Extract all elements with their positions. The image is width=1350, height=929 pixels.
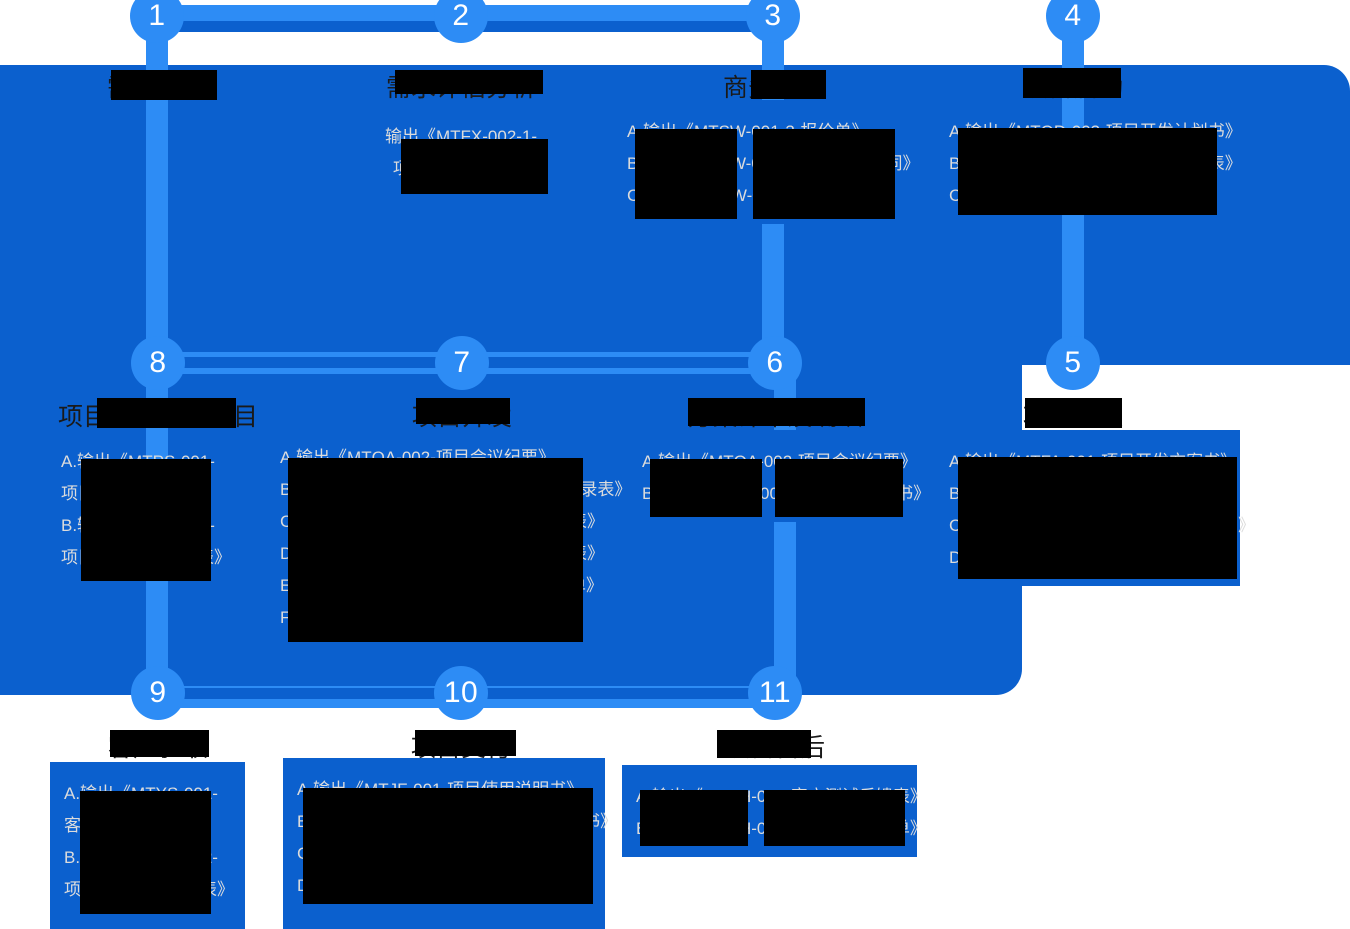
stage-item: D.输出《MTFA-003-项目接口文档》 — [949, 548, 1222, 567]
stage-item: 客户测试反馈表》 — [64, 816, 200, 835]
stage-title-4: 项目启动 — [1022, 74, 1124, 102]
stage-item: B.更新《MTFA-001-项目开发方案书》 — [642, 484, 931, 503]
stage-circle-3[interactable]: 3 — [746, 0, 800, 43]
stage-block-5: A.输出《MTFA-001-项目开发方案书》 B.输出界面ui设计原型 C.输出… — [935, 430, 1256, 586]
stage-number-1: 1 — [148, 0, 166, 32]
stage-block-11: A.输出《MTSH-001-客户测试反馈表》 B.输出《MTSH-002-客户售… — [622, 765, 927, 857]
stage-title-8: 项目内部验收项目 — [57, 403, 259, 431]
stage-circle-4[interactable]: 4 — [1046, 0, 1100, 43]
stage-block-10: A.输出《MTJF-001-项目使用说明书》 B.输出《MTJF-002-常见问… — [283, 758, 618, 929]
stage-block-4: A.输出《MTQD-003-项目开发计划书》 B.输出《MTQD-002-项目成… — [935, 100, 1255, 224]
stage-circle-5[interactable]: 5 — [1046, 336, 1100, 390]
stage-block-3: A.输出《MTSW-001-3-报价单》 B.输出《MTSW-002-5-软件开… — [613, 100, 920, 224]
stage-circle-8[interactable]: 8 — [131, 336, 185, 390]
stage-block-6: A.输出《MTQA-002-项目会议纪要》 B.更新《MTFA-001-项目开发… — [628, 430, 931, 522]
stage-item: D.输出《MTKF-005-项目方案变更记录表》 — [280, 544, 604, 563]
stage-item: A.输出《MTYS-001- — [64, 784, 218, 803]
stage-item: A.输出《MTPS-001- — [61, 452, 215, 471]
stage-item: A.输出《MTJF-001-项目使用说明书》 — [297, 780, 584, 799]
stage-number-5: 5 — [1064, 346, 1082, 379]
stage-item: A.输出《MTQA-002-项目会议纪要》 — [642, 452, 917, 471]
stage-title-2: 需求评估分析 — [385, 74, 537, 102]
stage-item: B.输出《MTYS-002- — [64, 848, 218, 867]
stage-item: A.输出《MTSW-001-3-报价单》 — [627, 122, 869, 141]
stage-number-6: 6 — [766, 346, 784, 379]
stage-item: 项目需求分析书》 — [393, 159, 529, 178]
stage-circle-9[interactable]: 9 — [131, 666, 185, 720]
connector-vertical-1-to-8 — [146, 20, 168, 380]
stage-item: 项目问题整改计划表》 — [64, 880, 234, 899]
stage-block-9: A.输出《MTYS-001- 客户测试反馈表》 B.输出《MTYS-002- 项… — [50, 762, 245, 929]
stage-title-1: 需求接入 — [106, 74, 208, 102]
stage-item: A.输出《MTQD-003-项目开发计划书》 — [949, 122, 1242, 141]
stage-item: B.输出《MTSW-002-5-软件开发合同》 — [627, 154, 920, 173]
stage-number-9: 9 — [149, 676, 167, 709]
stage-circle-10[interactable]: 10 — [434, 666, 488, 720]
stage-block-2: 输出《MTFX-002-1- 项目需求分析书》 — [371, 105, 551, 197]
stage-item: B.输出《MTYS-002- — [61, 516, 215, 535]
stage-item: 项目内部评审报告》 — [61, 484, 214, 503]
stage-item: B.输出界面ui设计原型 — [949, 484, 1115, 503]
stage-number-10: 10 — [443, 676, 479, 709]
stage-title-7: 项目开发 — [411, 403, 513, 431]
stage-item: 项目问题整改计划表》 — [61, 548, 231, 567]
stage-circle-7[interactable]: 7 — [435, 336, 489, 390]
stage-title-9: 客户验收 — [107, 734, 209, 762]
stage-title-5: 项目方案 — [1022, 403, 1124, 431]
stage-item: A.输出《MTFA-001-项目开发方案书》 — [949, 452, 1238, 471]
stage-block-8: A.输出《MTPS-001- 项目内部评审报告》 B.输出《MTYS-002- … — [47, 430, 231, 586]
stage-item: C.输出《MTFA-002-数据设计格式文档》 — [949, 516, 1256, 535]
stage-number-4: 4 — [1064, 0, 1082, 32]
stage-circle-2[interactable]: 2 — [434, 0, 488, 43]
stage-circle-6[interactable]: 6 — [748, 336, 802, 390]
stage-item: B.输出《MTSH-002-客户售后派工单》 — [636, 819, 927, 838]
stage-item: A.输出《MTQA-002-项目会议纪要》 — [280, 448, 555, 467]
stage-item: A.输出《MTSH-001-客户测试反馈表》 — [636, 787, 927, 806]
stage-item: B.输出《MTQD-002-项目成员分工表》 — [949, 154, 1242, 173]
stage-item: C.输出《MTQD-001-项目立项书》 — [949, 186, 1209, 205]
stage-title-6: 方案评审及确认 — [687, 403, 863, 431]
stage-number-11: 11 — [758, 676, 792, 709]
stage-item: D.交付项目源代码文件 — [297, 876, 467, 895]
stage-circle-11[interactable]: 11 — [748, 666, 802, 720]
stage-item: B.输出《MTJF-002-常见问题自查说明书》 — [297, 812, 618, 831]
stage-item: B.输出《MTKF-002-项目内测bug清单记录表》 — [280, 480, 632, 499]
stage-circle-1[interactable]: 1 — [130, 0, 184, 43]
stage-number-8: 8 — [149, 346, 167, 379]
stage-item: F.输出项目源代码文件 — [280, 608, 447, 627]
stage-item: E.输出《MTKF-006-项目方案变更通知单》 — [280, 576, 604, 595]
stage-item: C.输出《MTSW-003-项目派工单》 — [627, 186, 889, 205]
stage-item: C.输出《MTJF-003-项目交付确认书》 — [297, 844, 585, 863]
stage-item: C.输出《MTKF-003-项目问题整改计划表》 — [280, 512, 604, 531]
stage-number-3: 3 — [764, 0, 782, 32]
stage-number-2: 2 — [452, 0, 470, 32]
stage-title-10: 项目交付 — [410, 734, 512, 762]
stage-item: 输出《MTFX-002-1- — [385, 127, 538, 146]
stage-number-7: 7 — [453, 346, 471, 379]
stage-block-7: A.输出《MTQA-002-项目会议纪要》 B.输出《MTKF-002-项目内测… — [266, 426, 632, 654]
stage-title-11: 项目售后 — [724, 734, 826, 762]
stage-title-3: 商务谈判 — [722, 74, 824, 102]
